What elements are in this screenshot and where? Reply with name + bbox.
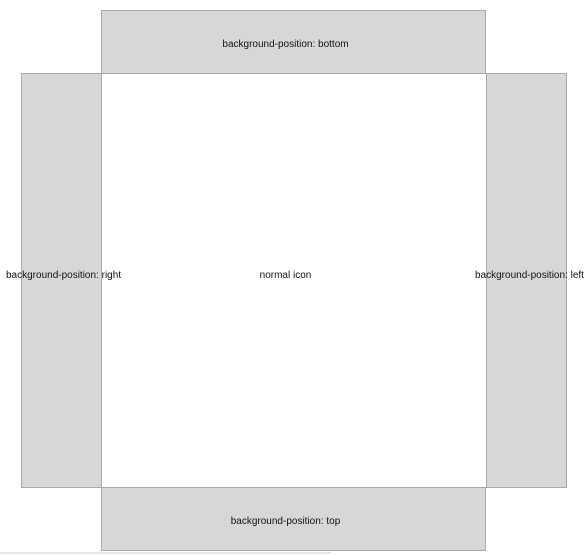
- panel-background-position-right: [21, 73, 102, 488]
- label-background-position-top: background-position: top: [230, 516, 341, 527]
- panel-background-position-top: [101, 487, 486, 551]
- label-background-position-right: background-position: right: [6, 270, 122, 281]
- label-background-position-bottom: background-position: bottom: [222, 39, 349, 50]
- horizontal-scrollbar[interactable]: [0, 552, 331, 554]
- panel-background-position-bottom: [101, 10, 486, 74]
- panel-background-position-left: [486, 73, 567, 488]
- label-normal-icon: normal icon: [259, 270, 312, 281]
- label-background-position-left: background-position: left: [475, 270, 584, 281]
